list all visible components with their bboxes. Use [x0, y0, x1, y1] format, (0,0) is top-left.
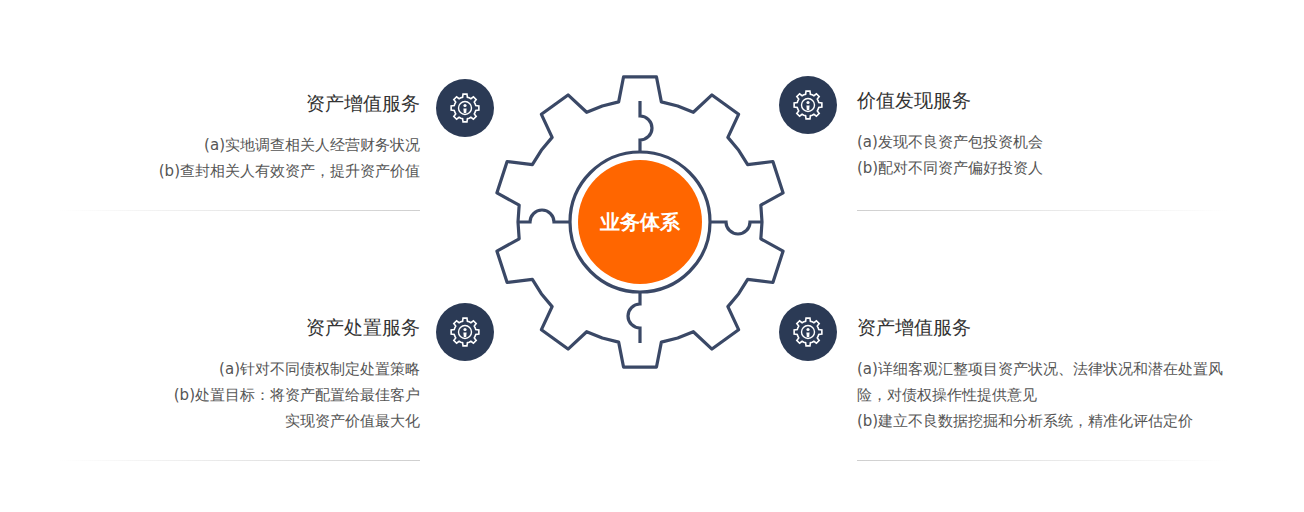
- service-item: (b)建立不良数据挖掘和分析系统，精准化评估定价: [857, 408, 1227, 434]
- service-item: (a)详细客观汇整项目资产状况、法律状况和潜在处置风险，对债权操作性提供意见: [857, 356, 1227, 408]
- puzzle-cut: [628, 292, 640, 343]
- service-block: 价值发现服务 (a)发现不良资产包投资机会(b)配对不同资产偏好投资人: [857, 85, 1227, 211]
- service-heading: 价值发现服务: [857, 85, 1227, 115]
- icon-badge: [779, 303, 837, 361]
- icon-badge: [436, 79, 494, 137]
- gear-outline: [497, 77, 783, 367]
- service-item: (b)处置目标：将资产配置给最佳客户 实现资产价值最大化: [60, 382, 420, 434]
- service-heading: 资产增值服务: [857, 312, 1227, 342]
- center-label: 业务体系: [600, 209, 680, 236]
- icon-badge: [779, 76, 837, 134]
- center-circle: 业务体系: [578, 160, 702, 284]
- service-block: 资产增值服务 (a)实地调查相关人经营财务状况(b)查封相关人有效资产，提升资产价…: [60, 88, 420, 211]
- service-heading: 资产处置服务: [60, 312, 420, 342]
- service-item: (a)针对不同债权制定处置策略: [60, 356, 420, 382]
- service-block: 资产增值服务 (a)详细客观汇整项目资产状况、法律状况和潜在处置风险，对债权操作性…: [857, 312, 1227, 461]
- service-item: (b)配对不同资产偏好投资人: [857, 155, 1227, 181]
- service-item: (a)发现不良资产包投资机会: [857, 129, 1227, 155]
- puzzle-cut: [710, 222, 761, 234]
- service-item: (a)实地调查相关人经营财务状况: [60, 132, 420, 158]
- puzzle-cut: [640, 101, 652, 152]
- service-heading: 资产增值服务: [60, 88, 420, 118]
- gear-hub-ring: [570, 152, 710, 292]
- icon-badge: [436, 303, 494, 361]
- service-item: (b)查封相关人有效资产，提升资产价值: [60, 158, 420, 184]
- service-block: 资产处置服务 (a)针对不同债权制定处置策略(b)处置目标：将资产配置给最佳客户 …: [60, 312, 420, 461]
- puzzle-cut: [519, 210, 570, 222]
